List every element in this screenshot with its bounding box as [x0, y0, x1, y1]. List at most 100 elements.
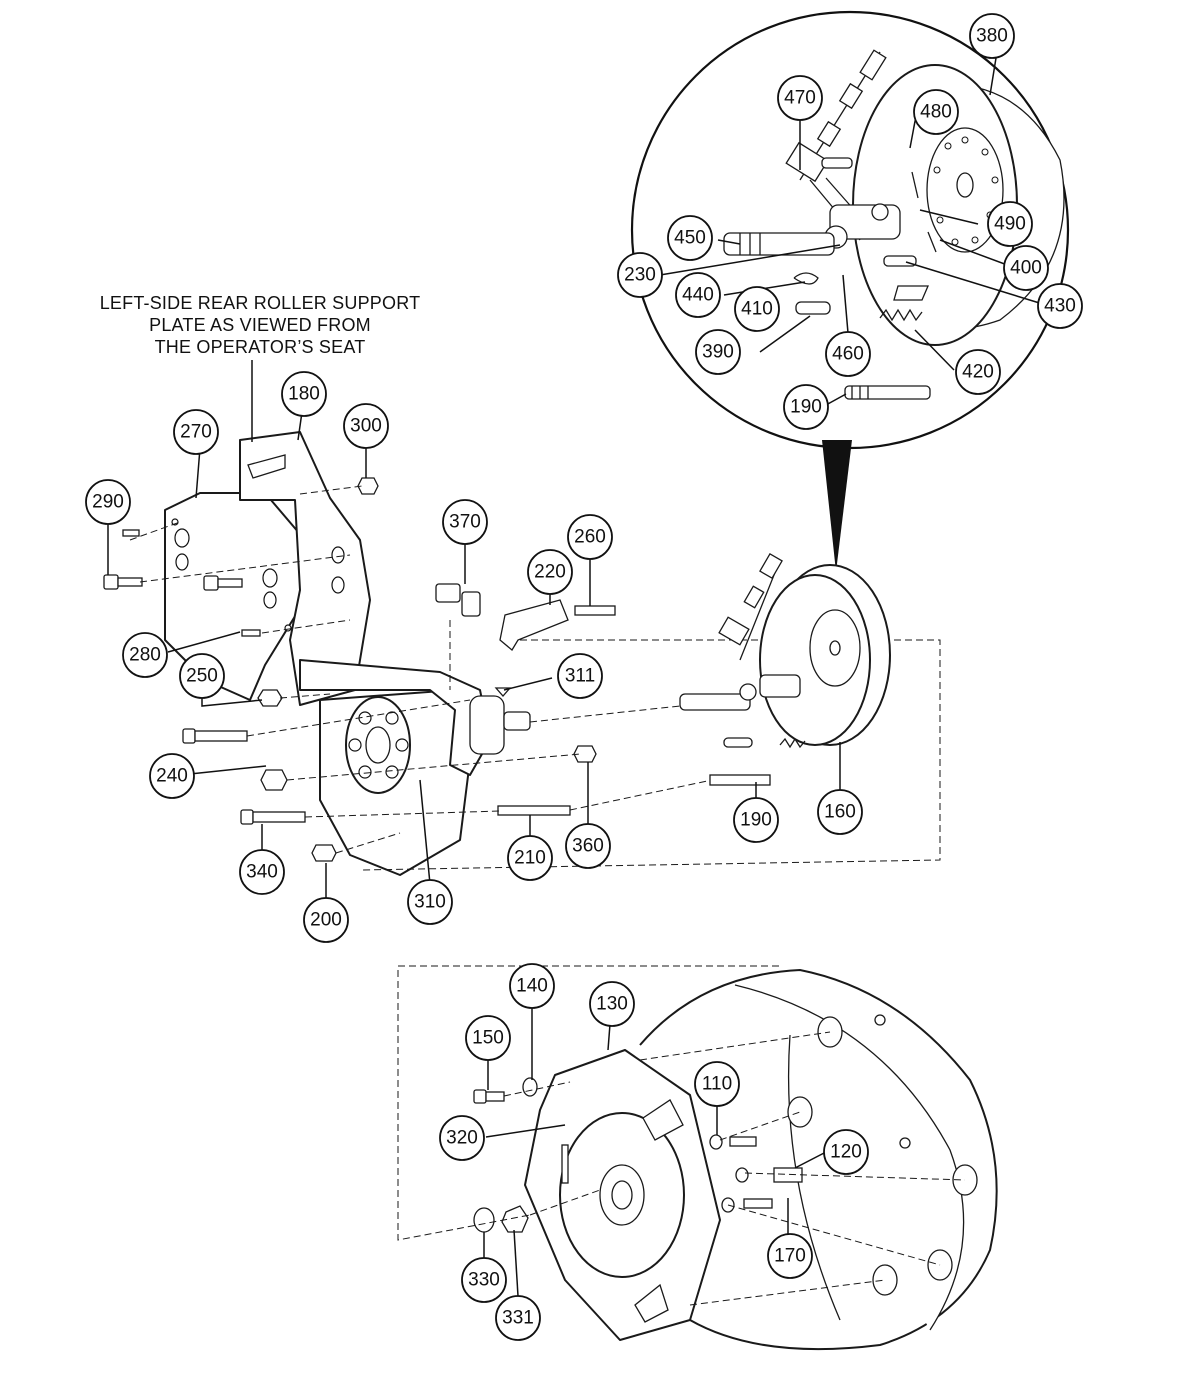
callout-320: 320	[439, 1115, 485, 1161]
svg-text:380: 380	[976, 26, 1008, 47]
svg-text:490: 490	[994, 214, 1026, 235]
svg-text:311: 311	[565, 666, 595, 687]
fitting-370	[435, 583, 481, 617]
assembly-lines-housing	[397, 965, 966, 1306]
callout-290: 290	[85, 479, 131, 525]
svg-text:330: 330	[468, 1270, 500, 1291]
svg-text:280: 280	[129, 645, 161, 666]
svg-text:440: 440	[682, 285, 714, 306]
callout-380: 380	[969, 13, 1015, 59]
callout-340: 340	[239, 849, 285, 895]
diagram-caption: LEFT-SIDE REAR ROLLER SUPPORT PLATE AS V…	[70, 292, 450, 358]
callout-400: 400	[1003, 245, 1049, 291]
svg-text:180: 180	[288, 384, 320, 405]
svg-text:130: 130	[596, 994, 628, 1015]
callout-240: 240	[149, 753, 195, 799]
callout-220: 220	[527, 549, 573, 595]
svg-text:290: 290	[92, 492, 124, 513]
detail-bracket-430	[893, 285, 929, 301]
svg-text:460: 460	[832, 344, 864, 365]
svg-text:340: 340	[246, 862, 278, 883]
housing-bosses	[787, 1014, 978, 1296]
svg-text:190: 190	[790, 397, 822, 418]
detail-bolt-190	[844, 385, 931, 400]
svg-text:400: 400	[1010, 258, 1042, 279]
callout-360: 360	[565, 823, 611, 869]
callout-120: 120	[823, 1129, 869, 1175]
svg-text:220: 220	[534, 562, 566, 583]
callout-180: 180	[281, 371, 327, 417]
bracket-220	[499, 599, 569, 651]
callout-190: 190	[733, 797, 779, 843]
detail-pins	[795, 157, 937, 315]
assembly-lines-left	[129, 485, 941, 871]
callout-170: 170	[767, 1233, 813, 1279]
svg-text:470: 470	[784, 88, 816, 109]
fasteners-left	[103, 477, 616, 862]
svg-text:150: 150	[472, 1028, 504, 1049]
housing-window-top	[642, 1099, 684, 1141]
detail-spring-420	[879, 308, 923, 322]
roller-brake-160	[679, 552, 891, 786]
svg-text:370: 370	[449, 512, 481, 533]
callout-190-detail: 190	[783, 384, 829, 430]
svg-text:450: 450	[674, 228, 706, 249]
svg-text:270: 270	[180, 422, 212, 443]
svg-text:420: 420	[962, 362, 994, 383]
plate-holes	[171, 518, 345, 632]
callout-250: 250	[179, 653, 225, 699]
detail-shaft-450	[723, 232, 835, 256]
callout-311: 311	[557, 653, 603, 699]
plate-180	[239, 431, 371, 706]
callout-270: 270	[173, 409, 219, 455]
brake-linkage	[679, 552, 806, 786]
svg-text:360: 360	[572, 836, 604, 857]
fasteners-housing	[473, 1077, 803, 1233]
detail-pointer	[822, 440, 852, 572]
detail-drum-bore	[956, 172, 974, 198]
callout-140: 140	[509, 963, 555, 1009]
svg-text:120: 120	[830, 1142, 862, 1163]
svg-text:320: 320	[446, 1128, 478, 1149]
callout-410: 410	[734, 286, 780, 332]
svg-text:240: 240	[156, 766, 188, 787]
callout-260: 260	[567, 514, 613, 560]
housing-window-bottom	[634, 1283, 669, 1323]
svg-text:331: 331	[502, 1308, 534, 1329]
callout-160: 160	[817, 789, 863, 835]
bearing-flange-310	[345, 696, 411, 794]
support-plate-assembly	[103, 431, 941, 876]
callout-110: 110	[694, 1061, 740, 1107]
support-arm	[299, 659, 491, 776]
callout-280: 280	[122, 632, 168, 678]
callout-440: 440	[675, 272, 721, 318]
callout-230: 230	[617, 252, 663, 298]
callout-310: 310	[407, 879, 453, 925]
svg-text:140: 140	[516, 976, 548, 997]
callout-330: 330	[461, 1257, 507, 1303]
callout-150: 150	[465, 1015, 511, 1061]
svg-text:190: 190	[740, 810, 772, 831]
svg-text:430: 430	[1044, 296, 1076, 317]
callout-450: 450	[667, 215, 713, 261]
callout-480: 480	[913, 89, 959, 135]
svg-text:230: 230	[624, 265, 656, 286]
caption-line-1: LEFT-SIDE REAR ROLLER SUPPORT	[99, 293, 421, 313]
svg-text:110: 110	[702, 1074, 732, 1095]
svg-text:210: 210	[514, 848, 546, 869]
motor-coupling	[469, 695, 531, 755]
svg-text:410: 410	[741, 299, 773, 320]
svg-text:170: 170	[774, 1246, 806, 1267]
svg-text:480: 480	[920, 102, 952, 123]
svg-text:260: 260	[574, 527, 606, 548]
caption-line-3: THE OPERATOR’S SEAT	[154, 337, 366, 357]
callout-370: 370	[442, 499, 488, 545]
callout-300: 300	[343, 403, 389, 449]
plate-180-handle	[247, 454, 286, 479]
callout-200: 200	[303, 897, 349, 943]
callout-210: 210	[507, 835, 553, 881]
caption-line-2: PLATE AS VIEWED FROM	[149, 315, 371, 335]
svg-text:160: 160	[824, 802, 856, 823]
callout-470: 470	[777, 75, 823, 121]
